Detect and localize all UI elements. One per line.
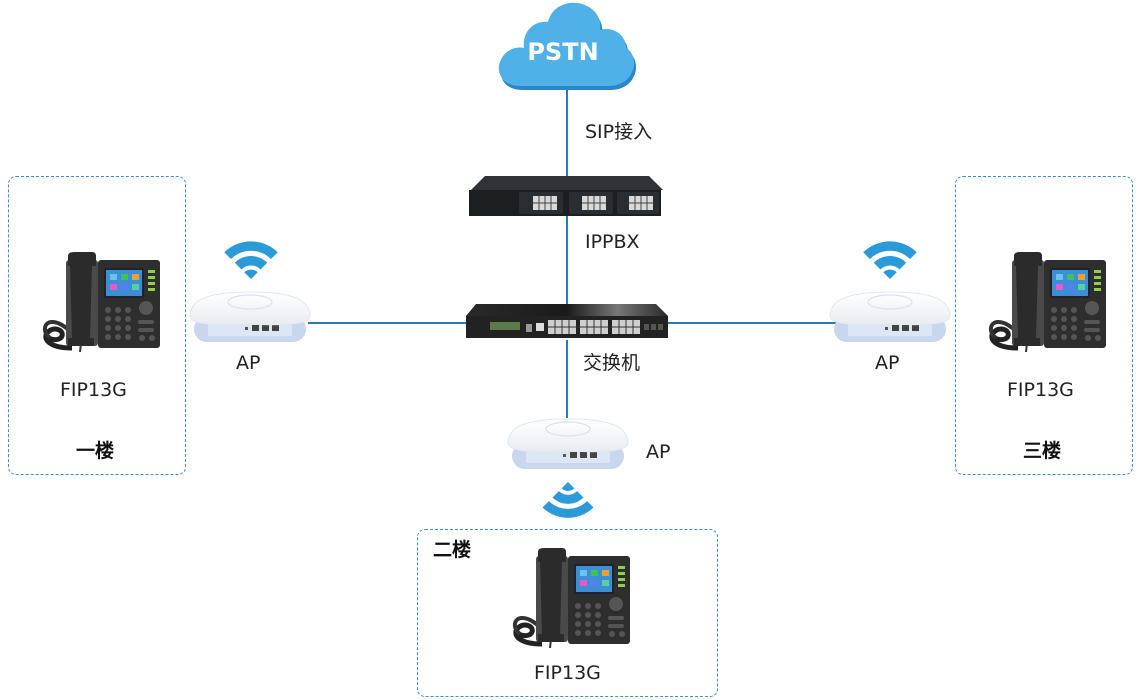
link-switch-ap-right — [660, 322, 836, 324]
ap-bottom-label: AP — [646, 441, 671, 463]
phone-floor1-label: FIP13G — [60, 379, 127, 401]
ippbx-node — [467, 174, 663, 218]
floor1-label: 一楼 — [76, 440, 115, 462]
cloud-icon — [498, 2, 636, 90]
phone-floor3-label: FIP13G — [1007, 379, 1074, 401]
wifi-icon — [540, 482, 596, 522]
floor2-label: 二楼 — [433, 539, 472, 561]
ap-left-label: AP — [236, 352, 261, 374]
link-switch-ap-bottom — [566, 340, 568, 418]
pstn-label: PSTN — [527, 38, 599, 66]
phone-floor2-label: FIP13G — [534, 662, 601, 684]
wifi-icon — [222, 237, 280, 279]
ip-phone-icon — [984, 252, 1108, 356]
access-point-icon — [188, 290, 312, 346]
zone-floor1 — [8, 176, 186, 475]
switch-label: 交换机 — [583, 352, 641, 374]
floor3-label: 三楼 — [1023, 440, 1062, 462]
access-point-icon — [828, 290, 952, 346]
zone-floor3 — [955, 176, 1133, 475]
access-point-icon — [506, 417, 630, 473]
ip-phone-icon — [508, 548, 632, 652]
network-switch-icon — [466, 304, 668, 338]
wifi-icon — [861, 237, 919, 279]
zone-floor2 — [417, 529, 718, 697]
ippbx-rack-icon — [469, 176, 663, 216]
link-switch-ap-left — [308, 322, 468, 324]
sip-link-label: SIP接入 — [585, 121, 653, 143]
switch-node — [464, 302, 670, 340]
ippbx-label: IPPBX — [585, 231, 640, 253]
ap-right-label: AP — [875, 352, 900, 374]
link-ippbx-switch — [566, 214, 568, 306]
pstn-node: PSTN — [496, 2, 638, 92]
link-pstn-ippbx — [566, 88, 568, 180]
ip-phone-icon — [38, 252, 162, 356]
